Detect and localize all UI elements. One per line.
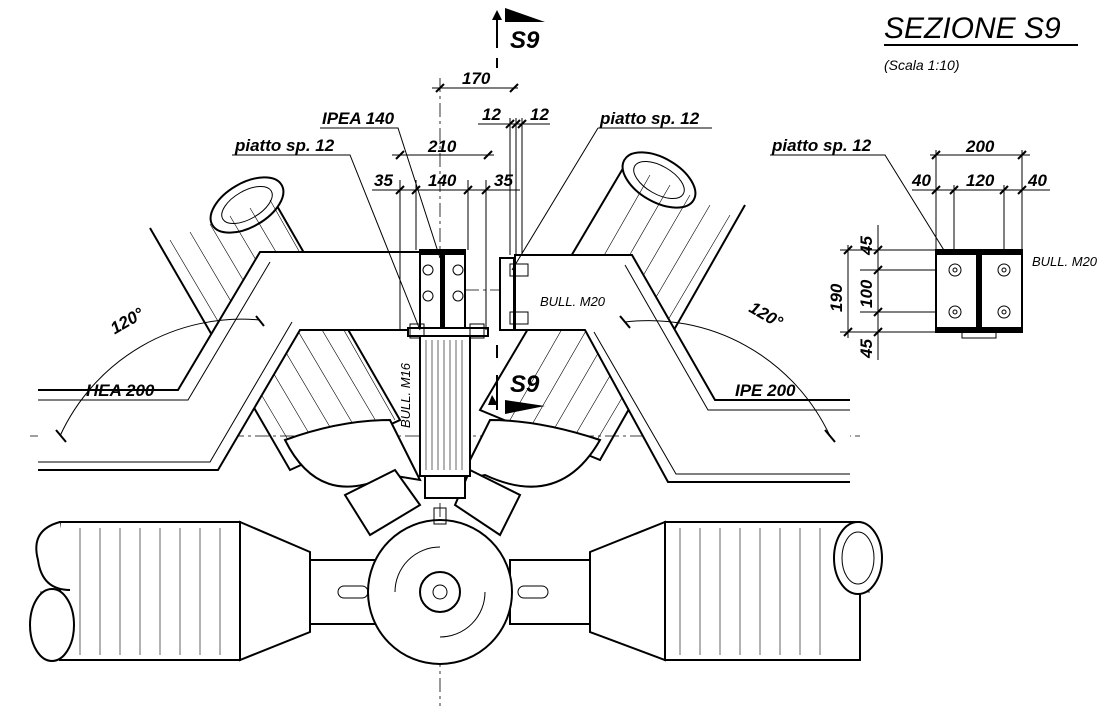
dim-210: 210 bbox=[392, 137, 494, 160]
ipea-140-connection: BULL. M20 BULL. M16 bbox=[398, 249, 606, 499]
ipe-label: IPE 200 bbox=[735, 381, 796, 400]
det-190-label: 190 bbox=[827, 283, 846, 312]
det-200-label: 200 bbox=[965, 137, 995, 156]
bolt-m16-label: BULL. M16 bbox=[398, 362, 413, 428]
dim-35b-label: 35 bbox=[494, 171, 513, 190]
det-45a-label: 45 bbox=[857, 236, 876, 256]
det-40a-label: 40 bbox=[911, 171, 931, 190]
det-40b-label: 40 bbox=[1027, 171, 1047, 190]
hea-label: HEA 200 bbox=[86, 381, 155, 400]
dim-35-140-35: 35 140 35 bbox=[372, 171, 520, 330]
dim-140-label: 140 bbox=[428, 171, 457, 190]
scale-note: (Scala 1:10) bbox=[884, 57, 959, 73]
bolt-m20-main-label: BULL. M20 bbox=[540, 294, 606, 309]
dim-170-label: 170 bbox=[462, 69, 491, 88]
angle-left-label: 120° bbox=[107, 304, 147, 338]
section-title: SEZIONE S9 bbox=[884, 12, 1061, 45]
section-mark-top: S9 bbox=[492, 8, 545, 68]
ipea-label: IPEA 140 bbox=[322, 109, 395, 128]
title-block: SEZIONE S9 (Scala 1:10) bbox=[884, 12, 1078, 73]
dim-12a-label: 12 bbox=[482, 105, 501, 124]
section-mark-top-label: S9 bbox=[510, 27, 540, 54]
bolt-m20-detail-label: BULL. M20 bbox=[1032, 254, 1098, 269]
plate-detail-label: piatto sp. 12 bbox=[771, 136, 872, 155]
beam-ipe-200: IPE 200 bbox=[514, 254, 850, 483]
dim-210-label: 210 bbox=[427, 137, 457, 156]
det-100-label: 100 bbox=[857, 279, 876, 308]
dim-35a-label: 35 bbox=[374, 171, 393, 190]
top-annotations: IPEA 140 piatto sp. 12 piatto sp. 12 bbox=[232, 109, 712, 331]
dim-12-12: 12 12 bbox=[478, 105, 550, 255]
dim-170: 170 bbox=[432, 69, 519, 93]
det-120-label: 120 bbox=[966, 171, 995, 190]
section-mark-middle: S9 bbox=[488, 345, 545, 414]
detail-section: piatto sp. 12 200 40 120 40 BULL. M20 bbox=[770, 136, 1098, 360]
angle-right-label: 120° bbox=[746, 298, 786, 332]
plate-left-label: piatto sp. 12 bbox=[234, 136, 335, 155]
dim-12b-label: 12 bbox=[530, 105, 549, 124]
det-45b-label: 45 bbox=[857, 339, 876, 359]
plate-right-label: piatto sp. 12 bbox=[599, 109, 700, 128]
bottom-node-view bbox=[29, 507, 883, 665]
